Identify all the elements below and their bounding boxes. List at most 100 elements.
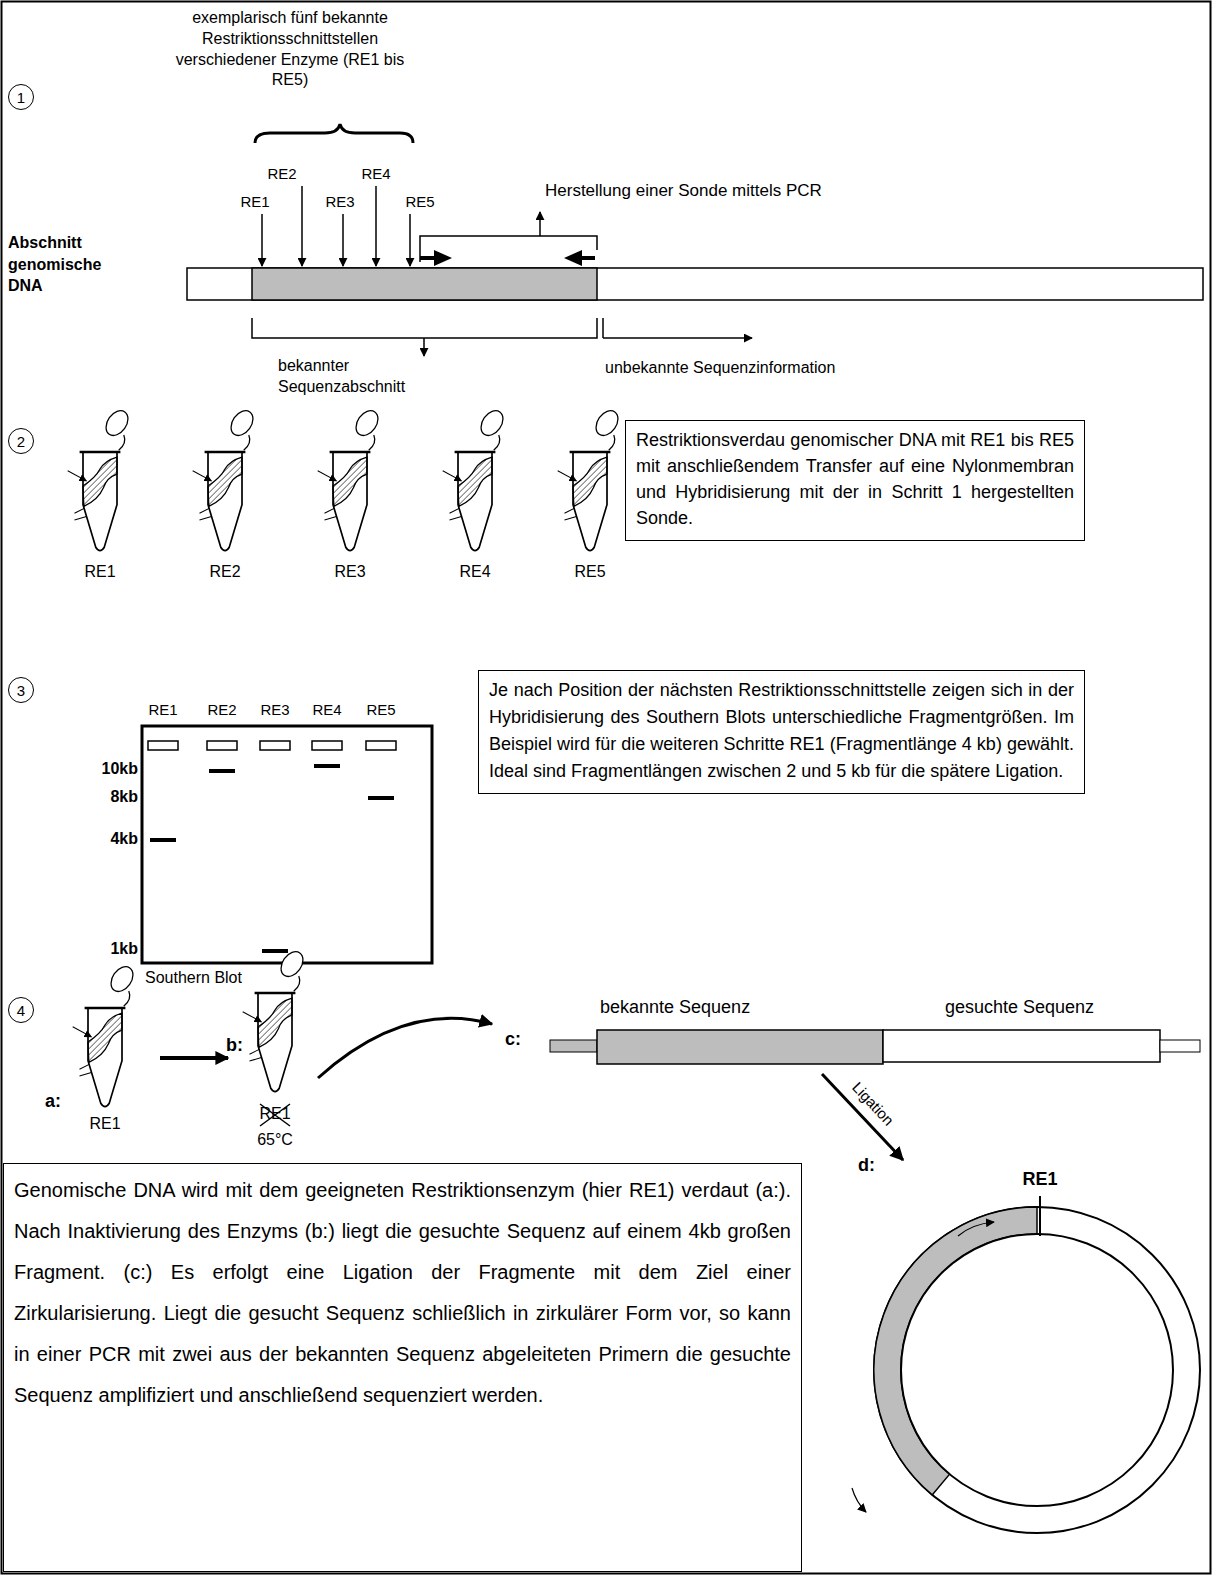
cut-arrow xyxy=(375,186,377,266)
gel-band xyxy=(368,796,394,800)
node-text: Genomische DNA wird mit dem geeigneten R… xyxy=(14,1170,791,1416)
cut-arrow xyxy=(261,214,263,266)
enzyme-label: RE2 xyxy=(260,164,304,184)
step-number: 3 xyxy=(8,677,34,703)
primer-arrow xyxy=(852,1488,866,1512)
curved-arrow xyxy=(318,1018,492,1078)
primer-forward xyxy=(420,256,436,260)
node-text: Je nach Position der nächsten Restriktio… xyxy=(489,677,1074,785)
step-number: 4 xyxy=(8,997,34,1023)
description-box: Genomische DNA wird mit dem geeigneten R… xyxy=(3,1163,802,1572)
step-letter: d: xyxy=(858,1154,888,1177)
tube-label: RE2 xyxy=(195,562,255,583)
circular-dna-inner xyxy=(901,1234,1173,1506)
fragment-known xyxy=(597,1030,883,1064)
blot-caption: Southern Blot xyxy=(145,968,345,989)
curly-brace xyxy=(255,124,413,143)
gel-band xyxy=(314,764,340,768)
reaction-tube xyxy=(558,407,623,551)
lane-label: RE3 xyxy=(250,700,300,720)
gel-well xyxy=(207,741,237,750)
circular-dna-outer xyxy=(874,1207,1200,1533)
site-label: RE1 xyxy=(1010,1168,1070,1191)
gel-well xyxy=(148,741,178,750)
reaction-tube xyxy=(443,407,508,551)
gel-well xyxy=(366,741,396,750)
gel-well xyxy=(312,741,342,750)
cut-arrow xyxy=(301,186,303,266)
temperature-label: 65°C xyxy=(245,1130,305,1151)
primer-arrow xyxy=(958,1222,994,1236)
cut-site-arrows xyxy=(262,186,410,266)
tube-label: RE1 xyxy=(70,562,130,583)
cut-arrow xyxy=(409,214,411,266)
node-text: 2 xyxy=(17,434,25,449)
region-label: bekannter Sequenzabschnitt xyxy=(278,356,458,398)
node-text: 4 xyxy=(17,1003,25,1018)
re1-site xyxy=(1039,1196,1041,1236)
tube-label: RE1 xyxy=(80,1114,130,1135)
size-marker: 4kb xyxy=(78,829,138,850)
fragment-overhang xyxy=(550,1040,597,1052)
description-box: Je nach Position der nächsten Restriktio… xyxy=(478,670,1085,794)
size-marker: 1kb xyxy=(78,939,138,960)
known-sequence-bar xyxy=(252,268,597,300)
tube-label: RE4 xyxy=(445,562,505,583)
tube-label: RE3 xyxy=(320,562,380,583)
lane-label: RE4 xyxy=(302,700,352,720)
cut-arrow xyxy=(342,214,344,266)
region-label: unbekannte Sequenzinformation xyxy=(605,358,925,379)
step-number: 1 xyxy=(8,84,34,110)
lane-label: RE1 xyxy=(138,700,188,720)
sequence-label: bekannte Sequenz xyxy=(600,996,860,1019)
probe-arrow xyxy=(539,212,541,236)
step-letter: a: xyxy=(45,1090,75,1113)
reaction-tube xyxy=(193,407,258,551)
enzyme-label: RE5 xyxy=(398,192,442,212)
lane-label: RE5 xyxy=(356,700,406,720)
region-label: Abschnitt genomische DNA xyxy=(8,232,128,297)
fragment-overhang xyxy=(1160,1040,1200,1052)
enzyme-label: RE1 xyxy=(233,192,277,212)
reaction-tube xyxy=(318,407,383,551)
primer-reverse xyxy=(580,256,595,260)
known-bracket xyxy=(252,318,597,338)
step-letter: b: xyxy=(226,1034,256,1057)
gel-band xyxy=(209,769,235,773)
enzyme-label: RE3 xyxy=(318,192,362,212)
reaction-tube xyxy=(73,963,138,1107)
annotation: exemplarisch fünf bekannte Restriktionss… xyxy=(165,8,415,91)
gel-band xyxy=(150,838,176,842)
gel-band xyxy=(262,949,288,953)
node-text: 3 xyxy=(17,683,25,698)
size-marker: 10kb xyxy=(78,759,138,780)
annotation: Herstellung einer Sonde mittels PCR xyxy=(545,180,965,202)
gel-wells xyxy=(148,741,396,750)
gel-frame xyxy=(142,726,432,963)
node-text: Restriktionsverdau genomischer DNA mit R… xyxy=(636,427,1074,531)
known-arrow xyxy=(423,338,425,356)
lane-label: RE2 xyxy=(197,700,247,720)
gel-well xyxy=(260,741,290,750)
unknown-arrow xyxy=(603,337,752,339)
reaction-tube xyxy=(68,407,133,551)
description-box: Restriktionsverdau genomischer DNA mit R… xyxy=(625,420,1085,541)
fragment-unknown xyxy=(883,1030,1160,1062)
reaction-tube xyxy=(243,948,308,1092)
size-marker: 8kb xyxy=(78,787,138,808)
node-text: 1 xyxy=(17,90,25,105)
step-letter: c: xyxy=(505,1028,535,1051)
step-number: 2 xyxy=(8,428,34,454)
primer-forward-head xyxy=(434,250,452,266)
gel-bands xyxy=(150,764,394,953)
tube-label: RE1 xyxy=(250,1104,300,1125)
primer-reverse-head xyxy=(564,250,582,266)
unknown-tick xyxy=(602,318,604,338)
dna-bar xyxy=(187,268,1203,300)
sequence-label: gesuchte Sequenz xyxy=(945,996,1195,1019)
tube-label: RE5 xyxy=(560,562,620,583)
enzyme-label: RE4 xyxy=(354,164,398,184)
step-arrow xyxy=(160,1056,228,1060)
